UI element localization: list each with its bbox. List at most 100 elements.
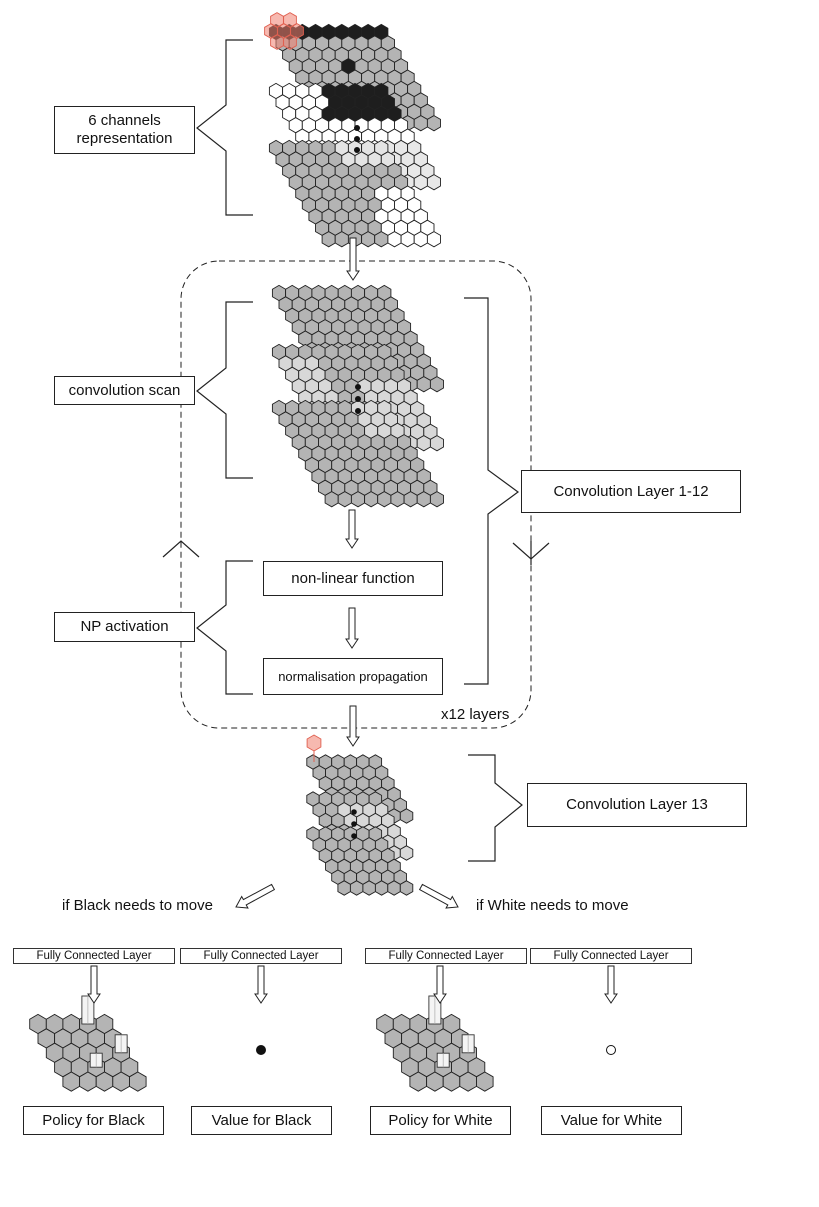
arrow-input-to-conv	[346, 237, 360, 281]
policy-black-board-grid	[29, 1013, 147, 1092]
hex-cell	[416, 435, 431, 452]
fc-layer-black-value: Fully Connected Layer	[180, 948, 342, 964]
fc-layer-black-policy: Fully Connected Layer	[13, 948, 175, 964]
hex-cell	[95, 1071, 114, 1092]
hex-cell	[362, 880, 376, 896]
stacked-stone-marker	[351, 821, 357, 827]
overlays	[264, 12, 322, 762]
six-channels-stack	[268, 23, 441, 248]
value-white-label: Value for White	[541, 1106, 682, 1135]
non-linear-function-box: non-linear function	[263, 561, 443, 596]
arrow-branch-white	[418, 883, 459, 909]
hex-cell	[361, 231, 376, 248]
highlight-l13	[306, 734, 322, 762]
np-activation-label: NP activation	[54, 612, 195, 642]
convolution-scan-stack	[271, 284, 444, 508]
hex-cell	[426, 115, 441, 132]
highlight-cell	[270, 34, 284, 50]
hex-cell	[79, 1071, 97, 1092]
value-black-stone-icon	[256, 1045, 266, 1055]
loop-arrowhead-up	[162, 540, 200, 558]
hex-cell	[400, 231, 415, 248]
arrow-fc-white-value	[604, 965, 618, 1004]
arrow-conv-to-nonlinear	[345, 509, 359, 549]
highlight-cell	[283, 34, 297, 50]
fc-layer-white-policy: Fully Connected Layer	[365, 948, 527, 964]
arrow-fc-white-policy	[433, 965, 447, 1004]
stacked-stone-marker	[351, 809, 357, 815]
hex-cell	[409, 1071, 428, 1092]
brace-np-activation	[196, 560, 253, 695]
brace-convolution-scan	[196, 301, 253, 479]
hex-cell	[374, 231, 389, 248]
hex-cell	[337, 880, 351, 896]
six-channels-label: 6 channels representation	[54, 106, 195, 154]
hex-cell	[429, 435, 444, 452]
conv-layer-13-stack	[306, 754, 414, 896]
channel-empty-cells	[268, 139, 441, 248]
stacked-stone-marker	[355, 396, 361, 402]
hex-cell	[429, 376, 444, 393]
white-move-caption: if White needs to move	[476, 897, 629, 914]
hex-cell	[429, 491, 444, 508]
hex-cell	[377, 491, 392, 508]
hex-cell	[476, 1071, 494, 1092]
value-white-stone-icon	[606, 1045, 616, 1055]
brace-six-channels	[196, 39, 253, 216]
conv-layer-13-label: Convolution Layer 13	[527, 783, 747, 827]
hex-cell	[374, 880, 389, 896]
hex-cell	[399, 808, 414, 824]
flow-arrows	[87, 237, 618, 1004]
hex-cell	[413, 231, 428, 248]
conv-board-c	[271, 399, 444, 508]
hex-cell	[387, 880, 401, 896]
brace-conv-layer-1-12	[464, 297, 520, 685]
arrow-fc-black-policy	[87, 965, 101, 1004]
hex-cell	[413, 115, 428, 132]
hex-cell	[426, 231, 441, 248]
hex-cell	[426, 1071, 444, 1092]
hex-cell	[112, 1071, 130, 1092]
arrow-branch-white-shape	[418, 883, 459, 909]
stacked-stone-marker	[354, 125, 360, 131]
highlight-cell	[306, 734, 322, 752]
fc-layer-white-value: Fully Connected Layer	[530, 948, 692, 964]
hex-cell	[416, 491, 431, 508]
l13-board-c	[306, 826, 414, 896]
arrow-branch-black	[235, 883, 276, 909]
brace-conv-layer-13	[468, 754, 523, 862]
hex-cell	[321, 231, 336, 248]
convolution-scan-label: convolution scan	[54, 376, 195, 405]
stacked-stone-marker	[355, 408, 361, 414]
normalisation-propagation-box: normalisation propagation	[263, 658, 443, 695]
policy-white-board	[376, 995, 494, 1092]
hex-cell	[350, 491, 366, 508]
hex-cell	[442, 1071, 461, 1092]
hex-cell	[416, 376, 431, 393]
hex-boards	[29, 23, 494, 1092]
hex-cell	[334, 231, 349, 248]
hex-cell	[399, 880, 414, 896]
hex-cell	[387, 231, 402, 248]
hex-cell	[129, 1071, 147, 1092]
hex-cell	[62, 1071, 81, 1092]
policy-black-label: Policy for Black	[23, 1106, 164, 1135]
hex-cell	[349, 880, 364, 896]
hex-cell	[337, 491, 352, 508]
stacked-stone-marker	[351, 833, 357, 839]
arrow-branch-black-shape	[235, 883, 276, 909]
hex-cell	[324, 491, 339, 508]
black-move-caption: if Black needs to move	[62, 897, 213, 914]
hex-cell	[390, 491, 405, 508]
value-black-label: Value for Black	[191, 1106, 332, 1135]
policy-black-board	[29, 995, 147, 1092]
stacked-stone-marker	[354, 136, 360, 142]
stacked-stone-marker	[354, 147, 360, 153]
highlight-top-cluster	[264, 12, 304, 50]
arrow-nonlinear-to-norm	[345, 607, 359, 649]
hex-cell	[459, 1071, 477, 1092]
arrow-norm-to-l13	[346, 705, 360, 747]
hex-cell	[399, 845, 414, 861]
policy-white-label: Policy for White	[370, 1106, 511, 1135]
